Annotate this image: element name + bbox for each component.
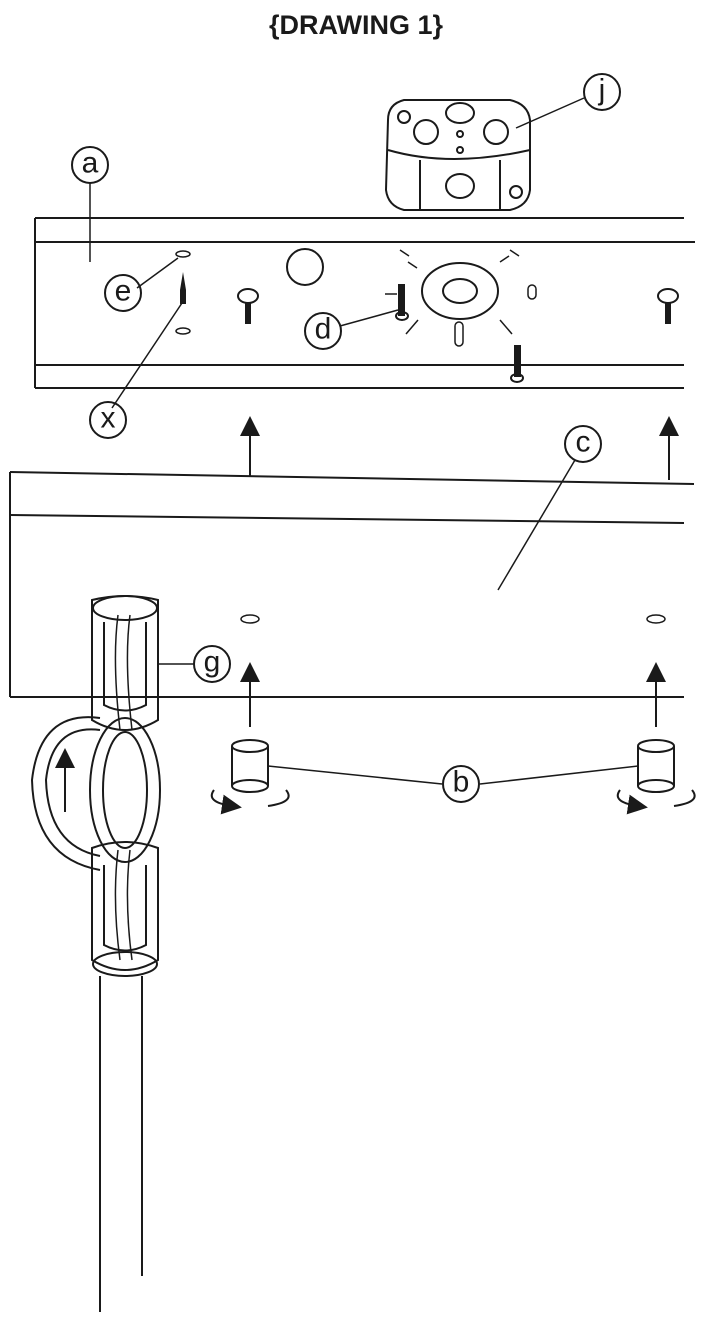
power-cord [99,976,143,1312]
callout-j: j [583,73,621,111]
label-g: g [204,646,221,679]
decorative-cap-left [210,739,290,815]
chain-link-middle [89,717,161,863]
chain-link-bottom [91,841,159,977]
label-c: c [576,426,591,459]
label-b: b [453,766,470,799]
mounting-screw-x [180,272,186,304]
decorative-cap-right [616,739,696,815]
callout-x: x [89,401,127,439]
canopy [9,471,695,698]
drawing-title: {DRAWING 1} [268,10,444,40]
screw-lower [510,345,524,383]
callout-b: b [442,765,480,803]
label-d: d [315,313,332,346]
callout-e: e [104,274,142,312]
junction-box [384,99,531,211]
callout-d: d [304,312,342,350]
label-j: j [598,74,606,107]
callout-g: g [193,645,231,683]
leader-lines [89,97,639,785]
mounting-bar [34,217,695,389]
screw-d [385,284,409,321]
cord-loop [30,716,101,871]
chain-link-top [91,595,159,731]
label-x: x [101,402,116,435]
callout-c: c [564,425,602,463]
hex-nut-right [657,288,679,324]
callout-a: a [71,146,109,184]
label-e: e [115,275,132,308]
hex-nut-left [237,288,259,324]
label-a: a [82,147,99,180]
